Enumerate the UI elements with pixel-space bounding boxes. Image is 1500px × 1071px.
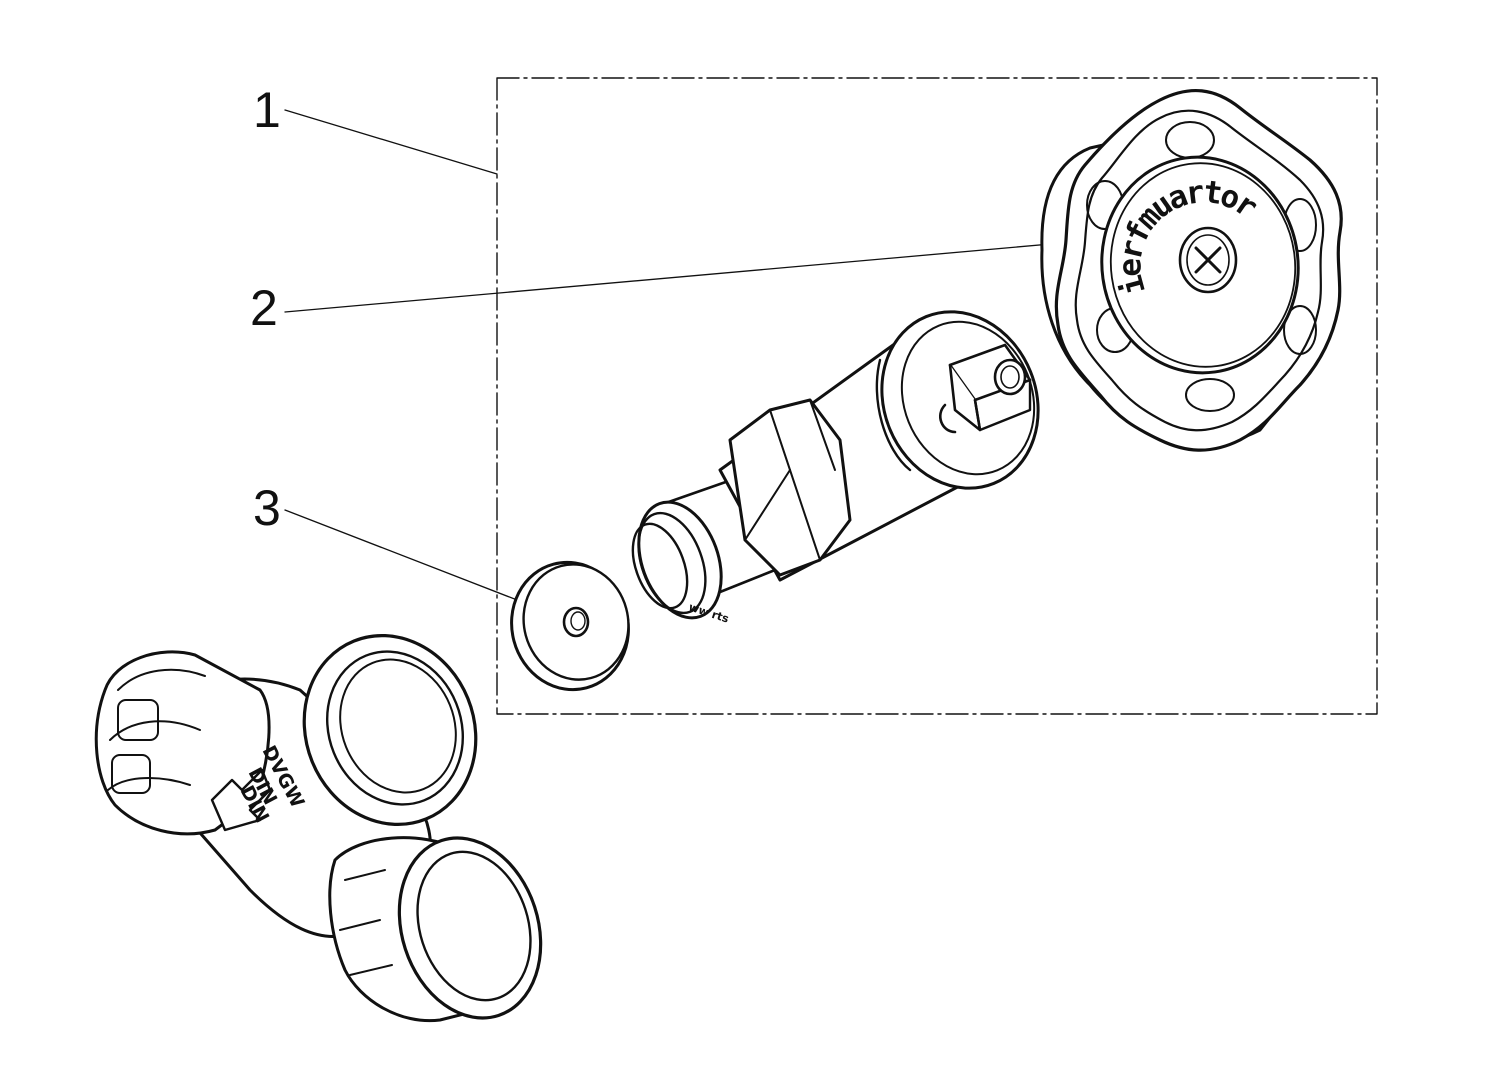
spindle-oring (637, 511, 707, 615)
valve-body-upper-port-rim (325, 650, 465, 806)
spindle-oring (631, 522, 689, 610)
flow-arrow-icon (210, 768, 272, 832)
handwheel-screw-rim (1186, 234, 1230, 286)
callout-3: 3 (253, 480, 549, 613)
assembly-boundary (496, 77, 1378, 715)
nut-flat (111, 754, 151, 794)
valve-body: DVGW DIN DIN (94, 633, 543, 1023)
upper-part-collar-band (875, 358, 912, 472)
handwheel-letter: e (1112, 258, 1148, 277)
spindle-pin (993, 358, 1027, 396)
upper-part-hex-nut (728, 398, 852, 577)
handwheel-letter: r (1184, 174, 1207, 212)
valve-body-outlet-port-inner (416, 850, 532, 1002)
handwheel-letter: t (1202, 174, 1225, 212)
handwheel-recess (1185, 378, 1235, 412)
callout-3-number: 3 (253, 480, 281, 536)
phillips-screw-icon (1194, 246, 1222, 274)
upper-part-collar-inner (900, 320, 1036, 476)
callout-2-number: 2 (250, 280, 278, 336)
valve-body-upper-port-inner (339, 658, 457, 794)
callout-1: 1 (253, 82, 498, 175)
circlip (939, 403, 957, 434)
washer (510, 560, 630, 692)
handwheel-inner-rim (1074, 109, 1325, 432)
callout-2-leader (284, 242, 1063, 313)
valve-upper-part: ww rts (631, 310, 1040, 626)
nut-flat (117, 699, 159, 741)
callout-1-number: 1 (253, 82, 281, 138)
handwheel-recess (1283, 305, 1317, 355)
handwheel-center-disc-edge (1109, 162, 1297, 368)
callout-3-leader (284, 509, 549, 613)
callout-1-leader (284, 109, 498, 175)
callout-2: 2 (250, 242, 1063, 336)
